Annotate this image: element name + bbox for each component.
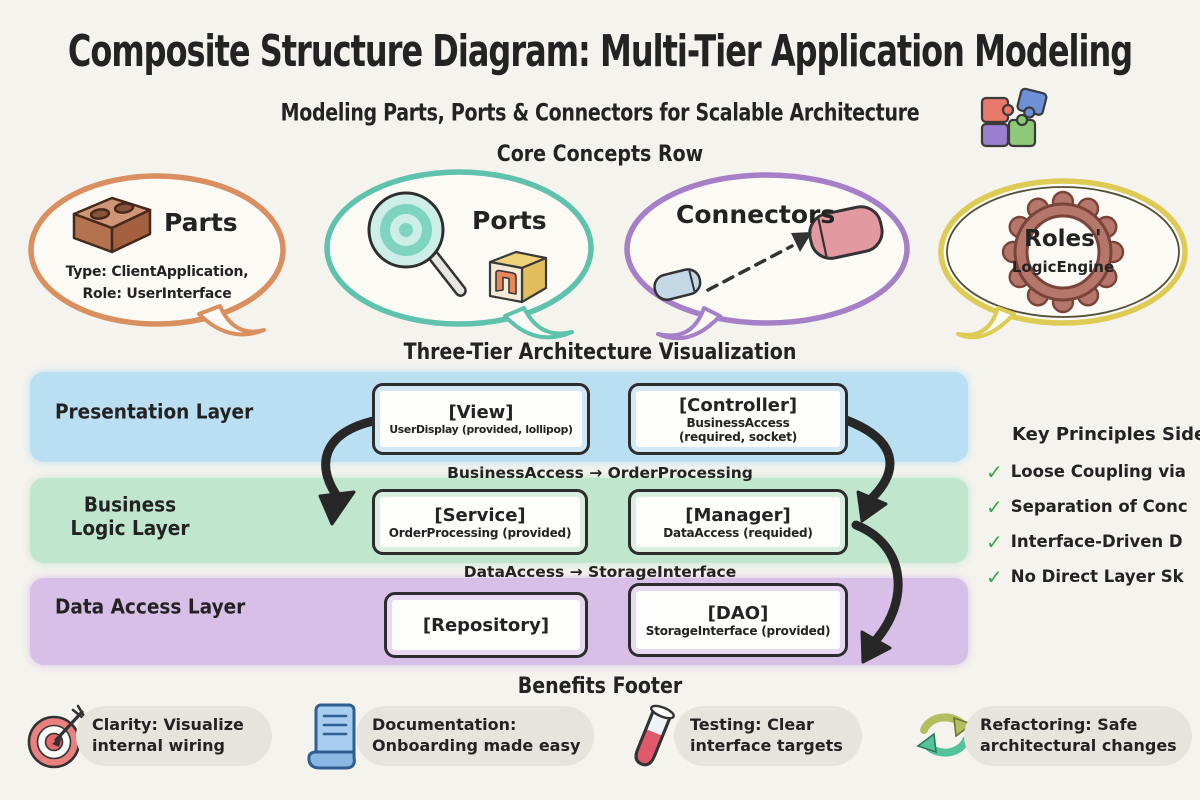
benefit-text: architectural changes <box>980 736 1177 755</box>
box-title: [Manager] <box>685 504 791 526</box>
benefit-text: Testing: Clear <box>690 715 814 735</box>
bubble-sublabel-roles: LogicEngine <box>1011 258 1115 276</box>
flow-label-business-access: BusinessAccess → OrderProcessing <box>447 464 753 482</box>
test-tube-icon <box>634 704 675 767</box>
benefit-pill-refactoring: Refactoring: Safe architectural changes <box>964 706 1192 766</box>
arch-box-dao: [DAO] StorageInterface (provided) <box>628 583 848 657</box>
principle-item: ✓ Loose Coupling via <box>986 462 1186 482</box>
box-subtitle: DataAccess (requided) <box>663 525 813 540</box>
layer-label-data: Data Access Layer <box>55 595 246 620</box>
bubble-label-connectors: Connectors <box>676 200 836 229</box>
arch-box-view: [View] UserDisplay (provided, lollipop) <box>372 383 590 455</box>
principle-text: Loose Coupling via <box>1010 462 1186 481</box>
box-subtitle: OrderProcessing (provided) <box>388 525 572 540</box>
bubble-tail <box>503 306 574 340</box>
box-title: [Controller] <box>678 394 798 416</box>
page-subtitle: Modeling Parts, Ports & Connectors for S… <box>280 99 920 127</box>
check-icon: ✓ <box>986 495 1003 519</box>
bubble-label-ports: Ports <box>472 206 547 235</box>
concept-bubble-roles: Roles' LogicEngine <box>936 176 1190 340</box>
check-icon: ✓ <box>986 565 1003 589</box>
bubble-text: Type: ClientApplication, <box>65 264 249 280</box>
dashed-arrow-icon <box>706 232 812 292</box>
box-title: [Service] <box>434 504 526 526</box>
target-icon <box>27 704 86 769</box>
brick-icon <box>72 196 152 254</box>
bubble-tail <box>956 306 1016 340</box>
principle-text: Interface-Driven D <box>1010 532 1183 551</box>
benefit-pill-testing: Testing: Clear interface targets <box>674 706 862 766</box>
check-icon: ✓ <box>986 530 1003 554</box>
concept-bubble-connectors: Connectors <box>620 170 914 341</box>
layer-label-business: Business Logic Layer <box>70 493 190 541</box>
benefit-text: interface targets <box>690 736 843 755</box>
connector-capsule-large-icon <box>808 205 884 260</box>
benefits-heading: Benefits Footer <box>517 673 683 699</box>
concept-bubble-ports: Ports <box>320 168 598 340</box>
box-subtitle: (required, socket) <box>678 429 798 444</box>
recycle-icon <box>916 713 974 757</box>
socket-icon <box>488 250 548 304</box>
check-icon: ✓ <box>986 460 1003 484</box>
arch-box-controller: [Controller] BusinessAccess (required, s… <box>628 383 848 455</box>
benefit-pill-clarity: Clarity: Visualize internal wiring <box>76 706 272 766</box>
core-concepts-heading: Core Concepts Row <box>496 141 704 167</box>
benefit-pill-documentation: Documentation: Onboarding made easy <box>356 706 594 766</box>
benefit-text: internal wiring <box>92 736 225 755</box>
arch-box-manager: [Manager] DataAccess (requided) <box>628 489 848 555</box>
lollipop-icon <box>367 191 467 297</box>
bubble-text: Role: UserInterface <box>82 286 232 302</box>
bubble-tail <box>197 304 266 337</box>
flow-label-data-access: DataAccess → StorageInterface <box>463 563 737 581</box>
puzzle-icon <box>980 87 1048 148</box>
box-subtitle: StorageInterface (provided) <box>645 623 831 638</box>
principle-item: ✓ No Direct Layer Sk <box>986 567 1184 587</box>
principle-item: ✓ Interface-Driven D <box>986 532 1183 552</box>
benefit-text: Onboarding made easy <box>372 736 581 755</box>
benefit-text: Clarity: Visualize <box>92 715 244 735</box>
layer-label-presentation: Presentation Layer <box>55 400 254 425</box>
concept-bubble-parts: Parts Type: ClientApplication, Role: Use… <box>24 172 290 337</box>
box-title: [Repository] <box>422 614 550 636</box>
gear-badge-icon <box>1001 190 1125 314</box>
bubble-label-roles: Roles' <box>1024 226 1102 252</box>
principles-heading: Key Principles Side <box>1012 424 1200 445</box>
connector-capsule-small-icon <box>653 268 702 301</box>
page-title: Composite Structure Diagram: Multi-Tier … <box>67 25 1133 77</box>
principle-text: Separation of Conc <box>1010 497 1188 516</box>
box-subtitle: BusinessAccess <box>686 415 790 430</box>
bubble-label-parts: Parts <box>164 208 238 237</box>
box-title: [View] <box>448 402 514 423</box>
benefit-text: Refactoring: Safe <box>980 715 1138 735</box>
box-subtitle: UserDisplay (provided, lollipop) <box>389 423 573 436</box>
principle-item: ✓ Separation of Conc <box>986 497 1188 517</box>
benefit-text: Documentation: <box>372 715 517 735</box>
bubble-tail <box>656 306 722 341</box>
arch-box-repository: [Repository] <box>384 592 588 658</box>
principle-text: No Direct Layer Sk <box>1010 567 1184 586</box>
box-title: [DAO] <box>707 602 769 624</box>
bubble-outline <box>324 169 594 327</box>
scroll-icon <box>307 703 356 770</box>
architecture-heading: Three-Tier Architecture Visualization <box>403 339 797 365</box>
arch-box-service: [Service] OrderProcessing (provided) <box>372 489 588 555</box>
